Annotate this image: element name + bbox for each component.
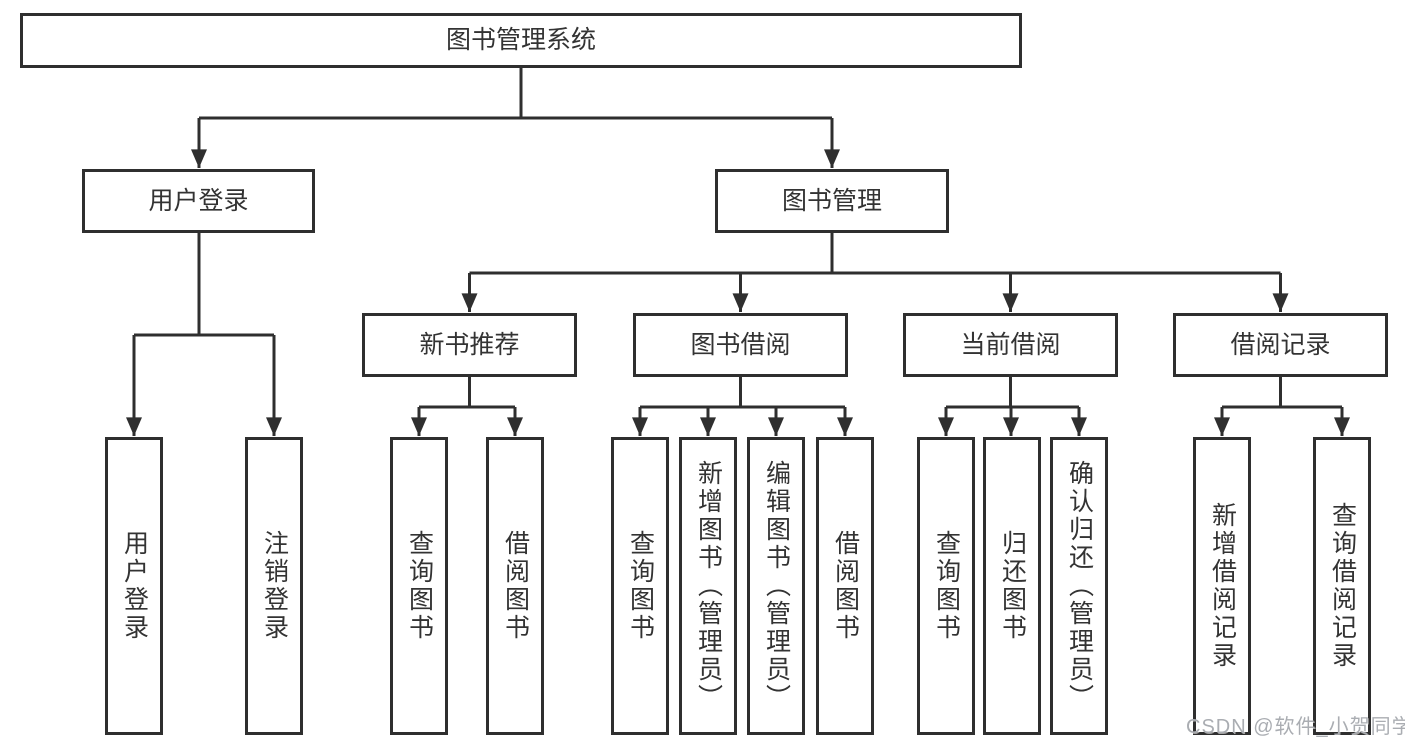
node-root-library-management-system: 图书管理系统 — [20, 13, 1022, 68]
node-current-borrowing: 当前借阅 — [903, 313, 1118, 377]
leaf-borrow-books-recommend: 借阅图书 — [486, 437, 544, 735]
leaf-user-login: 用户登录 — [105, 437, 163, 735]
leaf-query-books-current: 查询图书 — [917, 437, 975, 735]
connector-trunks — [134, 68, 1342, 409]
leaf-query-books-recommend: 查询图书 — [390, 437, 448, 735]
leaf-query-borrow-record: 查询借阅记录 — [1313, 437, 1371, 735]
node-borrowing-records: 借阅记录 — [1173, 313, 1388, 377]
node-user-login: 用户登录 — [82, 169, 315, 233]
node-new-book-recommendation: 新书推荐 — [362, 313, 577, 377]
leaf-borrow-books: 借阅图书 — [816, 437, 874, 735]
leaf-confirm-return-admin: 确认归还（管理员） — [1050, 437, 1108, 735]
leaf-add-borrow-record: 新增借阅记录 — [1193, 437, 1251, 735]
leaf-add-books-admin: 新增图书（管理员） — [679, 437, 737, 735]
leaf-return-books: 归还图书 — [983, 437, 1041, 735]
leaf-edit-books-admin: 编辑图书（管理员） — [747, 437, 805, 735]
leaf-query-books-borrow: 查询图书 — [611, 437, 669, 735]
node-book-management: 图书管理 — [715, 169, 949, 233]
connector-arrows — [126, 118, 1350, 437]
node-book-borrowing: 图书借阅 — [633, 313, 848, 377]
leaf-logout: 注销登录 — [245, 437, 303, 735]
